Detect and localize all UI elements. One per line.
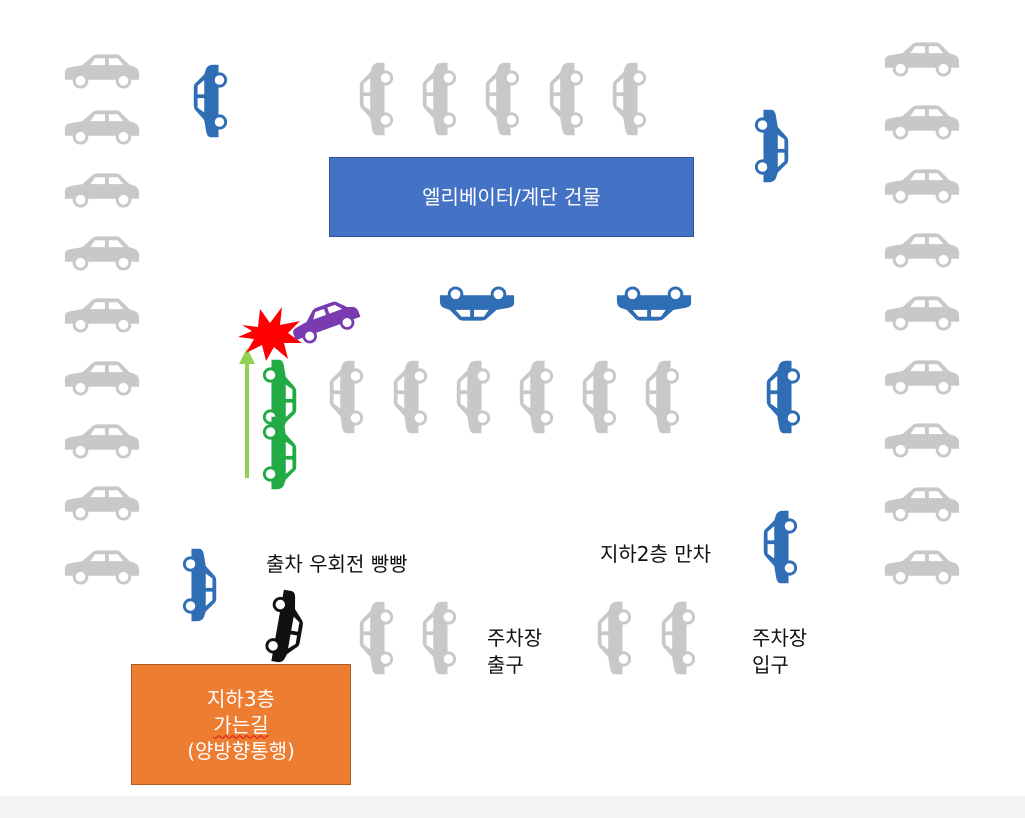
full-parking-text: 지하2층 만차: [600, 542, 712, 566]
parked-car-middle-5: [582, 360, 617, 434]
parked-car-middle-1: [329, 360, 364, 434]
full-parking-label: 지하2층 만차: [600, 541, 711, 567]
parked-car-left-3: [64, 173, 140, 208]
parked-car-middle-6: [645, 360, 680, 434]
parked-car-right-7: [884, 423, 960, 458]
parking-entrance-line-2: 입구: [752, 653, 789, 677]
blue-car-top-right: [754, 109, 789, 183]
parked-car-entrance-2: [661, 601, 696, 675]
bottom-strip: [0, 796, 1025, 818]
ramp-line-3: (양방향통행): [187, 738, 295, 763]
parked-car-top-1: [359, 62, 394, 136]
parked-car-right-1: [884, 42, 960, 77]
arrow-up-icon: [239, 348, 255, 478]
parked-car-right-5: [884, 296, 960, 331]
elevator-stair-building: 엘리베이터/계단 건물: [329, 157, 694, 237]
blue-car-top-left: [193, 64, 228, 138]
exit-maneuver-text: 출차 우회전 빵빵: [266, 552, 408, 576]
blue-car-bottom-left: [182, 548, 217, 622]
ramp-to-b3: 지하3층 가는길 (양방향통행): [131, 664, 351, 785]
parking-entrance-line-1: 주차장: [752, 626, 808, 650]
parking-exit-label: 주차장 출구: [487, 625, 542, 679]
parked-car-left-1: [64, 54, 140, 89]
parked-car-right-6: [884, 360, 960, 395]
exit-maneuver-label: 출차 우회전 빵빵: [266, 551, 408, 577]
parked-car-left-5: [64, 298, 140, 333]
parked-car-right-2: [884, 105, 960, 140]
parked-car-left-9: [64, 550, 140, 585]
ramp-line-2: 가는길: [213, 712, 269, 737]
collision-burst-icon: [238, 307, 302, 361]
blue-car-right-mid: [766, 360, 801, 434]
parked-car-top-3: [485, 62, 520, 136]
parking-exit-line-2: 출구: [487, 653, 524, 677]
parked-car-left-8: [64, 486, 140, 521]
parked-car-entrance-1: [597, 601, 632, 675]
purple-car-collision: [293, 301, 361, 344]
parked-car-left-2: [64, 110, 140, 145]
parking-entrance-label: 주차장 입구: [752, 625, 807, 679]
parking-exit-line-1: 주차장: [487, 626, 543, 650]
parked-car-right-8: [884, 487, 960, 522]
parked-car-right-9: [884, 550, 960, 585]
parked-car-exit-1: [359, 601, 394, 675]
ramp-line-1: 지하3층: [207, 686, 275, 711]
blue-car-driving-left-2: [616, 286, 692, 321]
building-label: 엘리베이터/계단 건물: [422, 185, 601, 209]
parked-car-middle-2: [393, 360, 428, 434]
parked-car-left-7: [64, 424, 140, 459]
parked-car-top-5: [612, 62, 647, 136]
green-car-1: [262, 359, 297, 433]
parked-car-middle-3: [456, 360, 491, 434]
parked-car-right-4: [884, 233, 960, 268]
parked-car-left-6: [64, 361, 140, 396]
blue-car-right-lower: [763, 510, 798, 584]
parked-car-top-4: [549, 62, 584, 136]
parked-car-left-4: [64, 236, 140, 271]
parked-car-right-3: [884, 169, 960, 204]
parked-car-middle-4: [519, 360, 554, 434]
parked-car-top-2: [422, 62, 457, 136]
green-car-2: [262, 416, 297, 490]
blue-car-driving-left-1: [439, 286, 515, 321]
black-car-exiting: [265, 589, 303, 663]
parked-car-exit-2: [422, 601, 457, 675]
